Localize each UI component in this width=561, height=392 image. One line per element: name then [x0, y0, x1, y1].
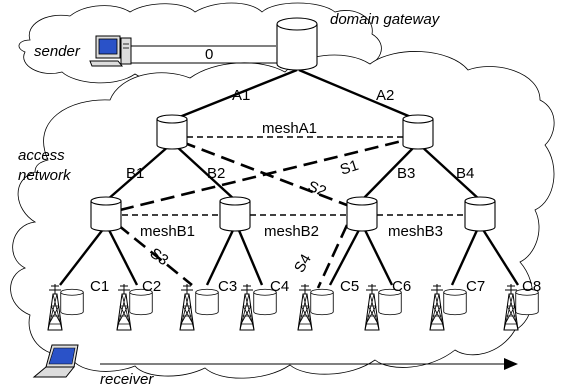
link-b3 — [361, 144, 417, 201]
laptop-icon[interactable] — [32, 344, 79, 378]
a2-label: A2 — [376, 87, 394, 104]
shortcut-s2 — [181, 140, 353, 209]
link-0-label: 0 — [205, 46, 213, 63]
c2-label: C2 — [142, 278, 161, 295]
shortcut-s3 — [117, 223, 193, 287]
router-b2[interactable] — [219, 196, 251, 232]
access-label: access — [18, 147, 65, 164]
link-a1 — [171, 68, 298, 122]
receiver-label: receiver — [100, 371, 154, 388]
c7-label: C7 — [466, 278, 485, 295]
link-c6 — [362, 227, 394, 286]
router-a2[interactable] — [402, 114, 434, 150]
link-c8 — [480, 227, 520, 286]
link-c5 — [328, 227, 362, 286]
link-c3 — [205, 227, 236, 286]
shortcut-s4 — [316, 224, 349, 289]
b2-label: B2 — [207, 165, 225, 182]
link-c4 — [236, 227, 264, 286]
a1-label: A1 — [232, 87, 250, 104]
domain-gateway-label: domain gateway — [330, 11, 441, 28]
c3-label: C3 — [218, 278, 237, 295]
mesh-b1-label: meshB1 — [140, 223, 195, 240]
router-c7[interactable] — [443, 288, 467, 316]
router-c3[interactable] — [195, 288, 219, 316]
link-c2 — [106, 227, 139, 286]
router-b3[interactable] — [346, 196, 378, 232]
router-a1[interactable] — [156, 114, 188, 150]
network-label: network — [18, 167, 72, 184]
router-c1[interactable] — [60, 288, 84, 316]
link-a2 — [298, 68, 419, 122]
link-c7 — [450, 227, 480, 286]
desktop-computer-icon[interactable] — [89, 35, 132, 67]
c4-label: C4 — [270, 278, 289, 295]
mesh-b2-label: meshB2 — [264, 223, 319, 240]
c6-label: C6 — [392, 278, 411, 295]
router-c5[interactable] — [310, 288, 334, 316]
link-b2 — [174, 144, 236, 201]
link-b1 — [106, 144, 171, 201]
s4-label: S4 — [291, 251, 315, 275]
b4-label: B4 — [456, 165, 474, 182]
mesh-b3-label: meshB3 — [388, 223, 443, 240]
b3-label: B3 — [397, 165, 415, 182]
s2-label: S2 — [305, 178, 328, 201]
arrow-head-icon — [504, 358, 518, 370]
link-c1a — [59, 227, 105, 286]
gateway-router[interactable] — [276, 17, 318, 71]
mesh-a1-label: meshA1 — [262, 120, 317, 137]
c5-label: C5 — [340, 278, 359, 295]
c8-label: C8 — [522, 278, 541, 295]
b1-label: B1 — [126, 165, 144, 182]
router-b1[interactable] — [90, 196, 122, 232]
router-b4[interactable] — [464, 196, 496, 232]
sender-label: sender — [34, 43, 81, 60]
s1-label: S1 — [338, 157, 361, 179]
c1-label: C1 — [90, 278, 109, 295]
link-b4 — [419, 144, 481, 201]
shortcut-s1 — [119, 138, 407, 212]
